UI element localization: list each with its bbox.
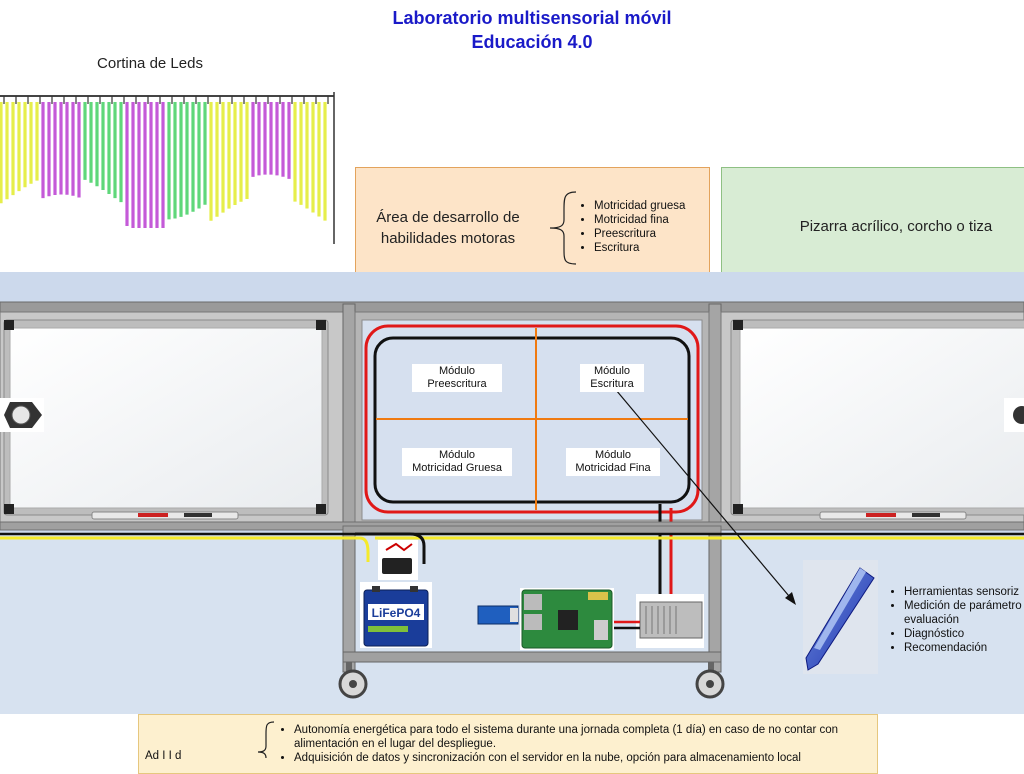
module-name: Escritura [590, 378, 634, 390]
pen-features-list: Herramientas sensoriz Medición de paráme… [886, 585, 1022, 655]
module-word: Módulo [438, 365, 476, 377]
motor-item: Escritura [594, 241, 685, 255]
marker [184, 513, 212, 517]
bottom-shelf [342, 651, 722, 663]
right-wheel [695, 662, 725, 699]
module-word: Módulo [593, 365, 631, 377]
module-name: Preescritura [427, 378, 487, 390]
left-post [342, 303, 356, 673]
module-motricidad-fina: Módulo Motricidad Fina [566, 448, 660, 476]
left-wheel [338, 662, 368, 699]
diagram-title-line2: Educación 4.0 [471, 32, 593, 52]
curly-brace [549, 191, 577, 265]
black-cable-loop [373, 336, 691, 504]
corner [316, 504, 326, 514]
module-word: Módulo [594, 449, 632, 461]
pizarra-box [721, 167, 1024, 277]
bluetooth-module-icon [477, 605, 519, 625]
motor-area-title: Área de desarrollo de habilidades motora… [376, 209, 520, 247]
pizarra-label: Pizarra acrílico, corcho o tiza [799, 218, 993, 235]
corner [4, 320, 14, 330]
top-rail [0, 301, 1024, 313]
right-post [708, 303, 722, 673]
raspberry-pi-icon [520, 588, 614, 650]
battery-icon: LiFePO4 [360, 582, 432, 648]
pointer-arrow [615, 389, 795, 603]
motor-item: Motricidad fina [594, 213, 685, 227]
module-name: Motricidad Fina [575, 462, 651, 474]
sensor-pen-icon [803, 560, 878, 674]
motor-area-list: Motricidad gruesa Motricidad fina Preesc… [576, 199, 685, 255]
red-cable-loop [364, 324, 700, 514]
curtain-label: Cortina de Leds [97, 55, 203, 72]
corner [316, 320, 326, 330]
charger-icon [378, 540, 418, 580]
pen-item-text: evaluación [904, 614, 959, 626]
corner [4, 504, 14, 514]
motor-item: Motricidad gruesa [594, 199, 685, 213]
bottom-item: Autonomía energética para todo el sistem… [294, 723, 884, 751]
mobile-lab-cart: LiFePO4 [0, 272, 1024, 714]
pen-item-text: Medición de parámetro [904, 600, 1022, 612]
bottom-label-partial: Ad I I d [145, 750, 182, 762]
module-word: Módulo [438, 449, 476, 461]
pen-item: Recomendación [904, 641, 1022, 655]
module-escritura: Módulo Escritura [580, 364, 644, 392]
bottom-curly-brace [257, 721, 275, 759]
led-curtain [0, 88, 335, 244]
power-supply-icon [636, 594, 704, 648]
left-whiteboard [9, 327, 323, 509]
module-preescritura: Módulo Preescritura [412, 364, 502, 392]
pen-item: Herramientas sensoriz [904, 585, 1022, 599]
module-motricidad-gruesa: Módulo Motricidad Gruesa [402, 448, 512, 476]
motor-item: Preescritura [594, 227, 685, 241]
pen-item: Diagnóstico [904, 627, 1022, 641]
battery-label: LiFePO4 [372, 606, 421, 620]
bottom-item: Adquisición de datos y sincronización co… [294, 751, 884, 765]
yellow-cable [0, 536, 370, 562]
right-whiteboard [739, 327, 1024, 509]
module-name: Motricidad Gruesa [412, 462, 502, 474]
diagram-title-line1: Laboratorio multisensorial móvil [392, 8, 672, 28]
marker [138, 513, 168, 517]
bottom-features-list: Autonomía energética para todo el sistem… [276, 723, 884, 765]
pen-item: Medición de parámetro evaluación [904, 599, 1022, 627]
